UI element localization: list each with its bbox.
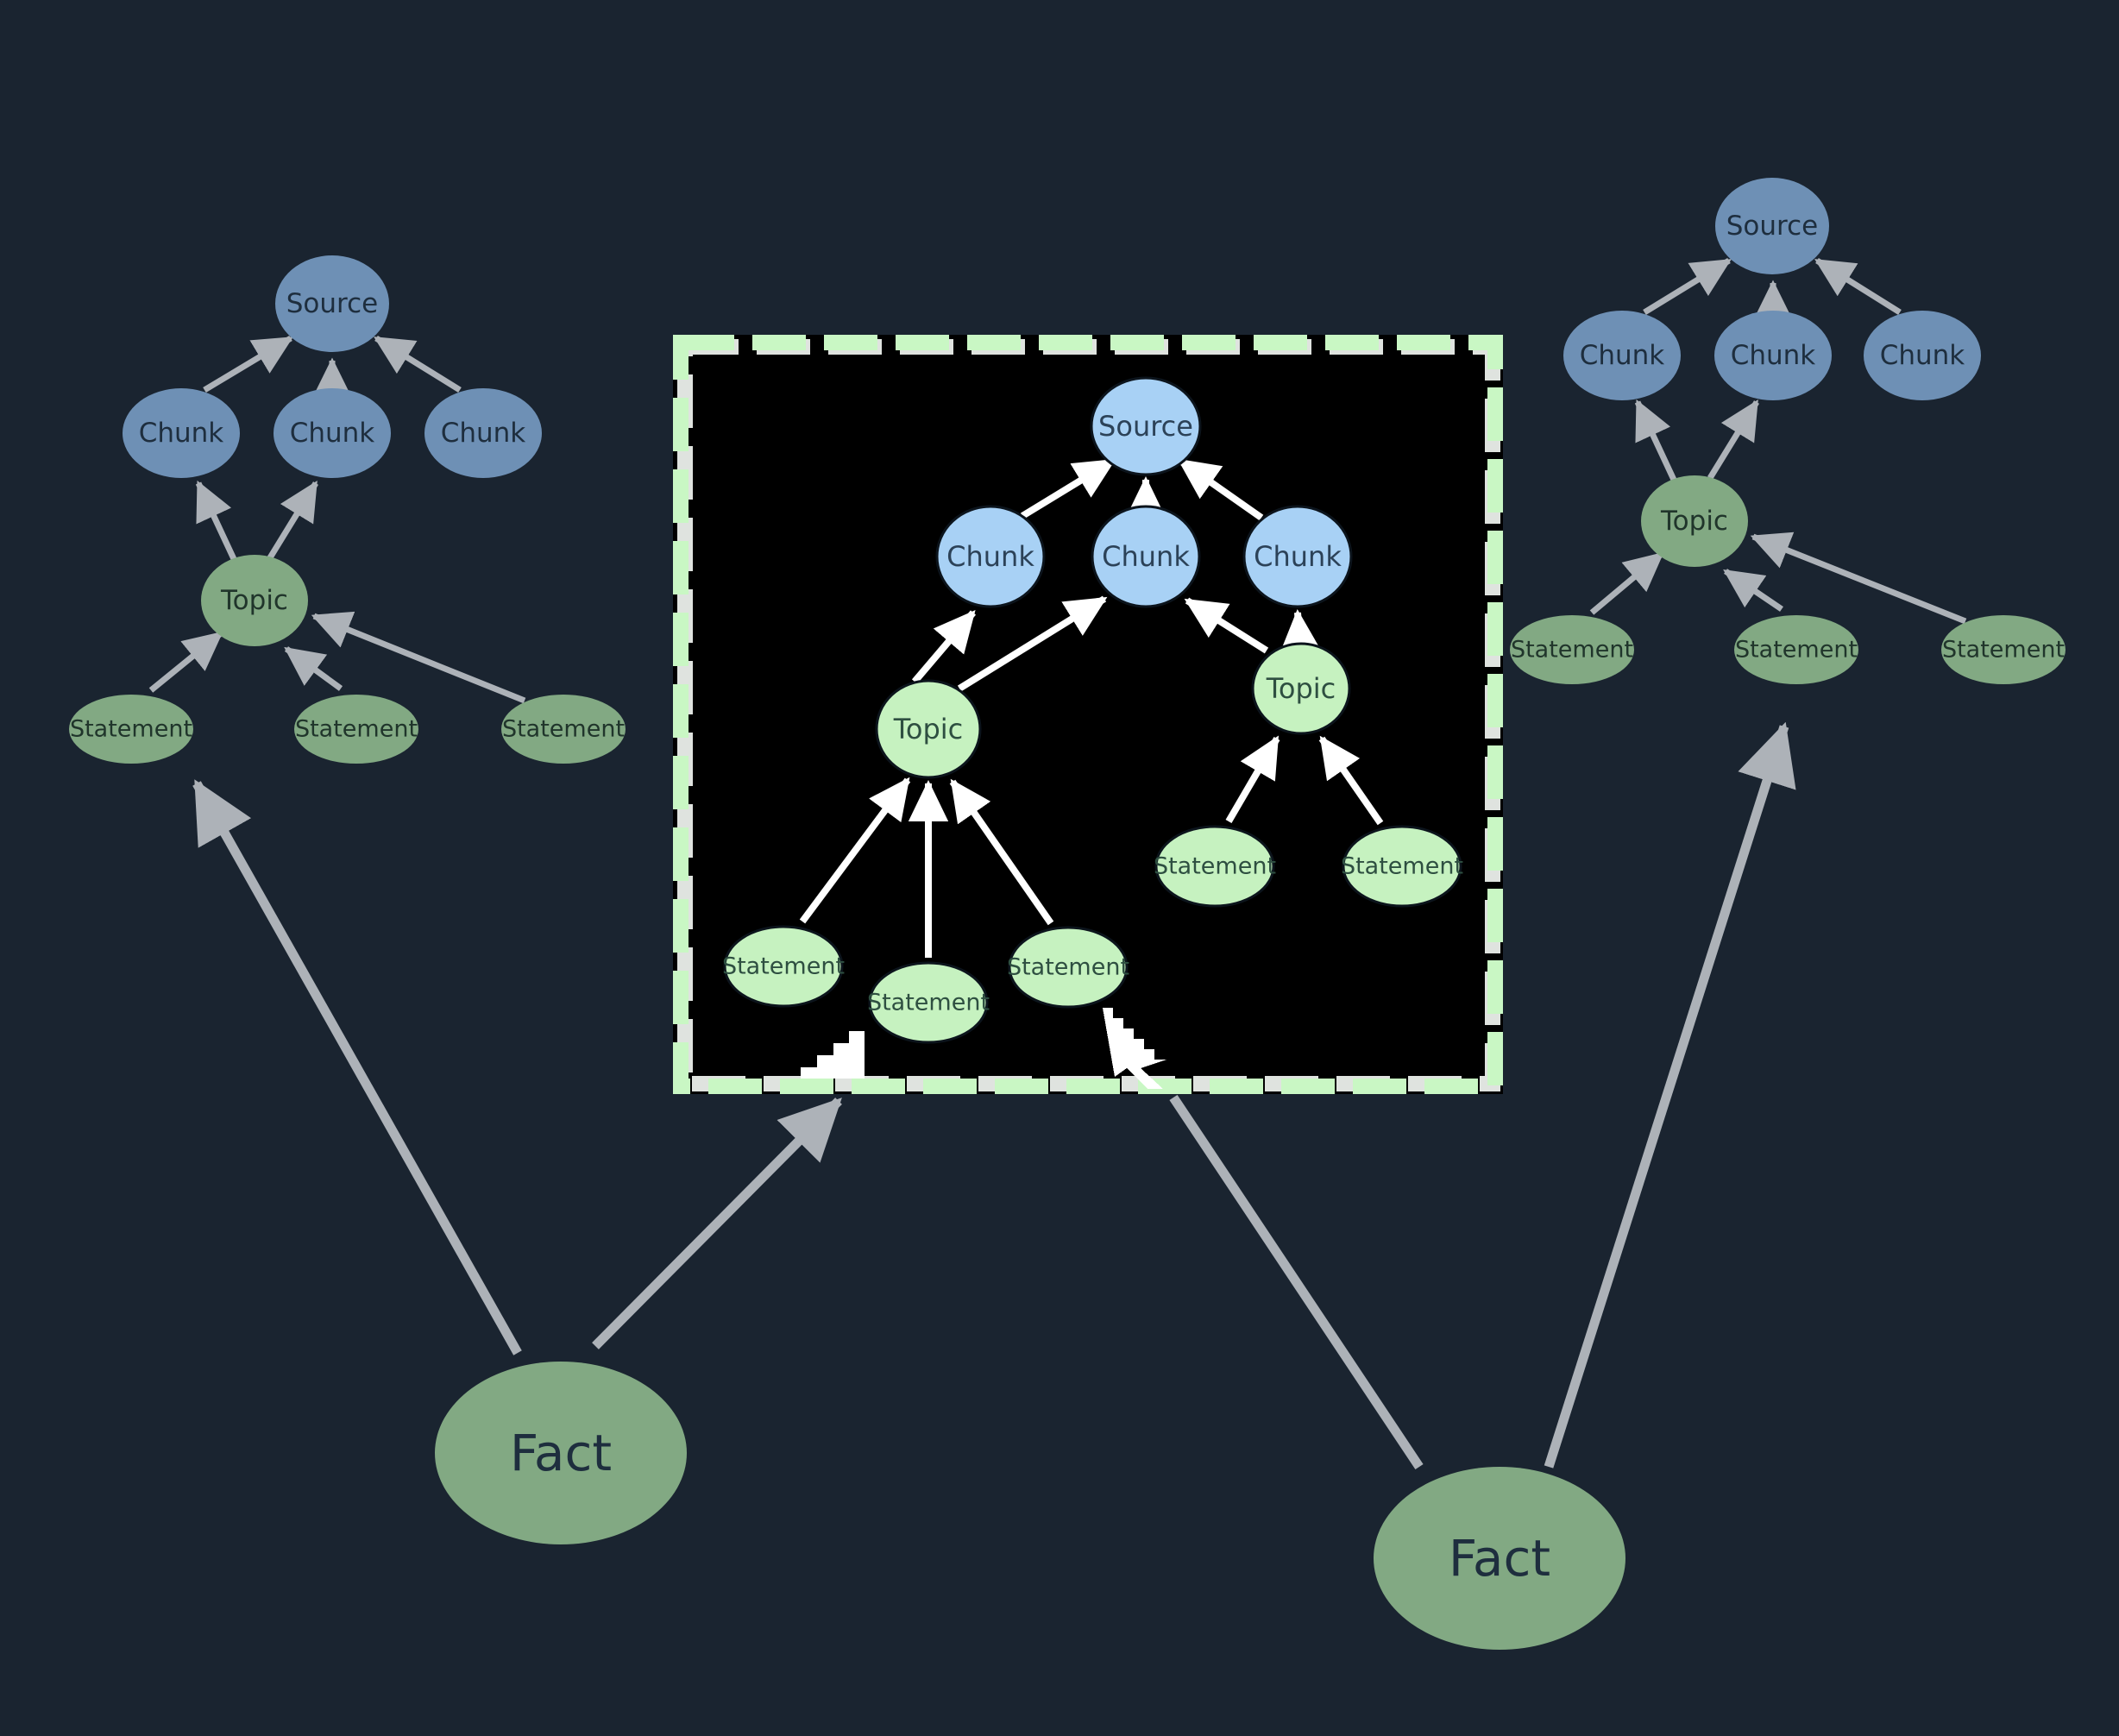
edge-left-stmt1-topic (148, 631, 223, 693)
node-box-statement-2: Statement (867, 961, 990, 1044)
left-tree: Source Chunk Chunk Chunk Topic Statement… (69, 255, 626, 764)
node-box-topic-1: Topic (875, 679, 982, 779)
node-box-chunk-1-label: Chunk (946, 540, 1034, 573)
node-left-chunk-1-label: Chunk (139, 418, 224, 449)
pixelated-cursor-icon (1103, 1008, 1166, 1089)
node-box-source-label: Source (1098, 410, 1193, 443)
node-left-chunk-1: Chunk (123, 388, 240, 478)
node-left-source: Source (275, 255, 389, 352)
node-right-chunk-2-label: Chunk (1731, 340, 1816, 371)
node-box-statement-1-label: Statement (722, 953, 845, 980)
node-fact-2-label: Fact (1449, 1529, 1550, 1588)
node-box-statement-4-label: Statement (1154, 853, 1276, 880)
pixelated-arrowhead-icon (801, 1031, 865, 1079)
highlight-box-border (673, 335, 1503, 1094)
node-box-statement-1: Statement (722, 925, 845, 1008)
node-left-topic: Topic (201, 555, 308, 646)
node-right-topic: Topic (1641, 475, 1748, 567)
edge-box-topic2-chunk3 (1280, 609, 1321, 652)
edge-box-stmt3-topic1 (949, 778, 1054, 926)
edge-right-chunk3-source (1814, 258, 1902, 315)
node-left-statement-1-label: Statement (70, 716, 192, 743)
edge-fact2-right-statement (1544, 721, 1796, 1469)
node-left-chunk-2-label: Chunk (290, 418, 375, 449)
node-left-chunk-3: Chunk (424, 388, 542, 478)
node-right-chunk-2: Chunk (1714, 311, 1832, 400)
node-left-chunk-2: Chunk (274, 388, 391, 478)
node-box-statement-4: Statement (1154, 825, 1276, 908)
node-box-topic-1-label: Topic (893, 713, 963, 745)
node-box-source: Source (1090, 376, 1202, 476)
edge-left-topic-chunk2 (267, 481, 318, 561)
node-box-chunk-2: Chunk (1091, 505, 1201, 608)
node-right-source-label: Source (1726, 211, 1818, 242)
edge-right-topic-chunk2 (1707, 399, 1759, 480)
edge-box-chunk1-source (1020, 457, 1116, 519)
node-right-source: Source (1715, 178, 1829, 274)
node-left-source-label: Source (286, 288, 378, 319)
node-fact-2: Fact (1374, 1467, 1625, 1650)
node-box-statement-5: Statement (1341, 825, 1463, 908)
fact-links: Fact Fact (192, 721, 1796, 1650)
node-box-statement-5-label: Statement (1341, 853, 1463, 880)
edge-fact1-left-statement (192, 779, 522, 1355)
node-right-statement-1-label: Statement (1511, 637, 1633, 664)
node-right-chunk-3-label: Chunk (1880, 340, 1965, 371)
node-left-statement-3-label: Statement (502, 716, 625, 743)
edge-fact2-highlight-box (1169, 1094, 1424, 1470)
edge-right-topic-chunk1 (1634, 399, 1677, 481)
node-left-statement-1: Statement (69, 695, 193, 764)
node-right-chunk-1: Chunk (1563, 311, 1681, 400)
node-left-statement-3: Statement (501, 695, 626, 764)
node-box-statement-3: Statement (1007, 926, 1129, 1009)
edge-left-stmt3-topic (311, 611, 526, 704)
edge-box-stmt4-topic2 (1225, 735, 1280, 824)
node-box-chunk-1: Chunk (935, 505, 1046, 608)
node-left-statement-2-label: Statement (295, 716, 418, 743)
node-box-chunk-3: Chunk (1242, 505, 1353, 608)
edge-right-stmt2-topic (1723, 569, 1783, 612)
node-box-chunk-3-label: Chunk (1254, 540, 1342, 573)
edge-fact1-highlight-box (592, 1098, 842, 1349)
node-fact-1: Fact (435, 1362, 687, 1544)
node-right-topic-label: Topic (1660, 506, 1728, 537)
node-fact-1-label: Fact (510, 1424, 612, 1482)
edge-left-chunk1-source (203, 335, 294, 393)
node-box-chunk-2-label: Chunk (1102, 540, 1190, 573)
edge-left-chunk3-source (374, 336, 462, 393)
edge-box-topic2-chunk2 (1184, 597, 1269, 654)
node-box-statement-3-label: Statement (1007, 954, 1129, 981)
node-right-chunk-1-label: Chunk (1580, 340, 1665, 371)
edge-box-chunk3-source (1177, 457, 1264, 521)
edge-box-topic1-chunk2 (957, 595, 1108, 692)
edge-left-topic-chunk1 (195, 480, 238, 563)
node-left-statement-2: Statement (294, 695, 418, 764)
node-right-statement-1: Statement (1510, 615, 1634, 684)
node-box-statement-2-label: Statement (867, 990, 990, 1016)
edge-right-stmt1-topic (1589, 551, 1664, 615)
edge-left-stmt2-topic (284, 646, 343, 691)
node-right-statement-2-label: Statement (1735, 637, 1858, 664)
node-left-topic-label: Topic (220, 585, 288, 616)
node-right-statement-3: Statement (1941, 615, 2066, 684)
node-right-statement-3-label: Statement (1942, 637, 2065, 664)
right-tree: Source Chunk Chunk Chunk Topic Statement… (1510, 178, 2066, 684)
edge-box-topic1-chunk1 (911, 609, 977, 684)
edge-right-stmt3-topic (1750, 531, 1967, 625)
edge-right-chunk1-source (1643, 258, 1732, 315)
node-left-chunk-3-label: Chunk (441, 418, 526, 449)
node-box-topic-2-label: Topic (1266, 672, 1336, 705)
node-right-chunk-3: Chunk (1864, 311, 1981, 400)
node-box-topic-2: Topic (1251, 642, 1351, 735)
highlight-box-edges (799, 457, 1384, 958)
edge-box-stmt5-topic2 (1318, 735, 1384, 826)
node-right-statement-2: Statement (1734, 615, 1858, 684)
highlight-box: Source Chunk Chunk Chunk Topic Topic Sta… (673, 335, 1503, 1094)
edge-box-stmt1-topic1 (799, 777, 911, 924)
